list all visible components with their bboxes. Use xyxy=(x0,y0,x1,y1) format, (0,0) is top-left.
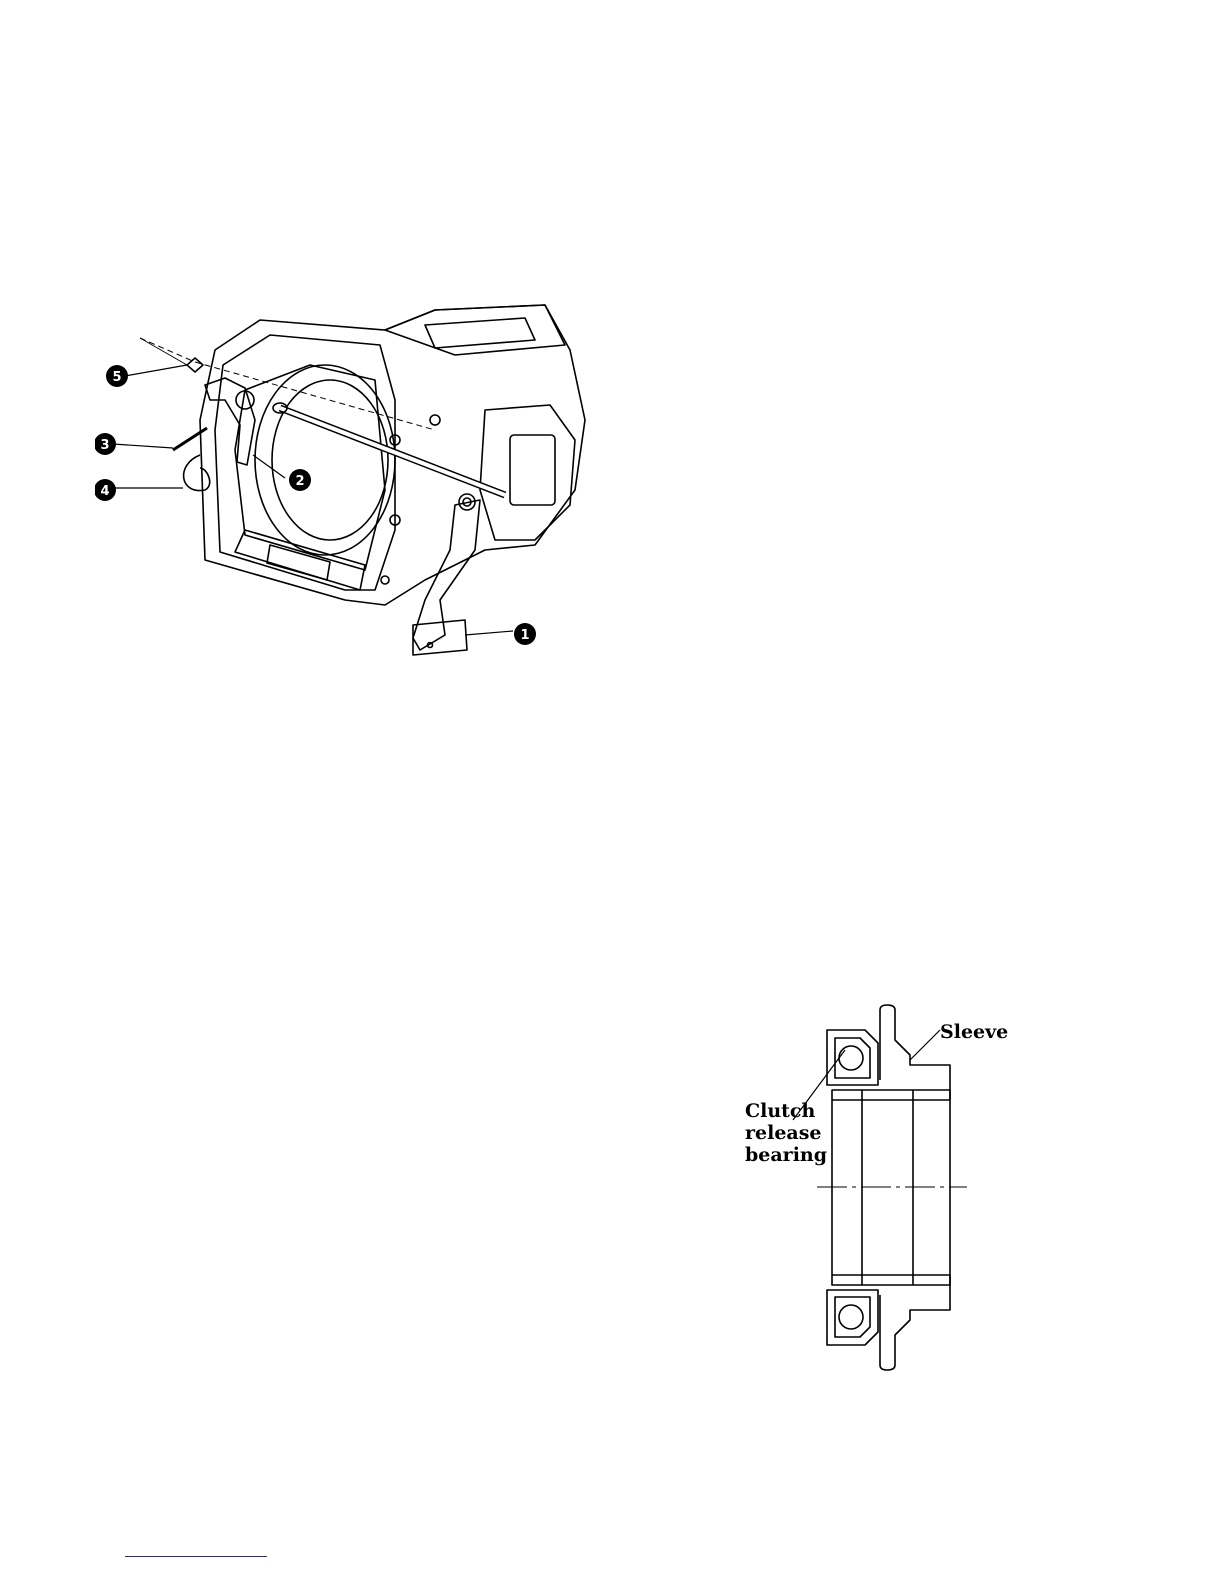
callout-3: 3 xyxy=(95,433,116,455)
footer-rule xyxy=(125,1556,267,1557)
callout-1: 1 xyxy=(514,623,536,645)
svg-text:5: 5 xyxy=(112,370,121,385)
transmission-housing-figure: 5 3 4 2 1 xyxy=(95,290,600,670)
callout-2: 2 xyxy=(289,469,311,491)
bearing-label-line3: bearing xyxy=(745,1144,827,1166)
svg-text:2: 2 xyxy=(295,474,304,489)
sleeve-label: Sleeve xyxy=(940,1021,1008,1043)
bearing-label-line2: release xyxy=(745,1122,822,1144)
svg-text:1: 1 xyxy=(520,628,529,643)
svg-text:3: 3 xyxy=(100,438,109,453)
release-bearing-section-figure: Sleeve Clutch release bearing xyxy=(735,1000,1035,1380)
callout-4: 4 xyxy=(95,479,116,501)
svg-text:4: 4 xyxy=(100,484,109,499)
bearing-label-line1: Clutch xyxy=(745,1100,815,1122)
callout-5: 5 xyxy=(106,365,128,387)
